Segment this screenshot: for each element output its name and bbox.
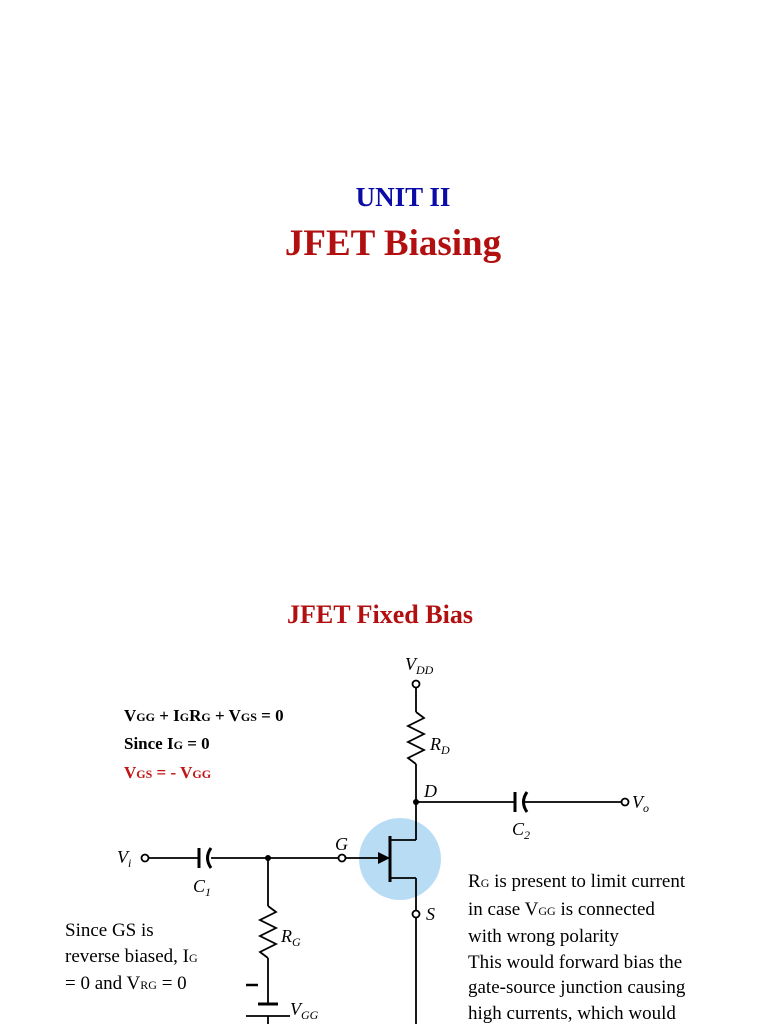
vgg-label: VGG [290, 999, 319, 1022]
rg-purpose-note: RG is present to limit current in case V… [468, 871, 686, 1024]
title-slide: UNIT II JFET Biasing [284, 182, 502, 264]
ig-zero-equation: Since IG = 0 [124, 734, 210, 753]
rg-resistor [257, 905, 279, 959]
junction-dot [265, 855, 271, 861]
rg-label: RG [280, 926, 301, 949]
vgs-result-equation: VGS = - VGG [124, 763, 212, 782]
vdd-terminal [411, 679, 421, 689]
source-terminal [411, 909, 421, 919]
gate-terminal [337, 853, 347, 863]
c1-label: C1 [193, 876, 211, 899]
unit-label: UNIT II [355, 182, 451, 212]
vdd-label: VDD [405, 654, 434, 677]
gate-label: G [335, 834, 348, 854]
slide-title: JFET Biasing [284, 223, 502, 264]
vi-terminal [140, 853, 150, 863]
c1-capacitor [206, 847, 213, 869]
vi-label: Vi [117, 847, 131, 870]
c2-label: C2 [512, 819, 530, 842]
fixed-bias-title: JFET Fixed Bias [287, 600, 473, 629]
jfet-highlight [359, 818, 441, 900]
source-label: S [426, 904, 435, 924]
kvl-equation: VGG + IGRG + VGS = 0 [124, 706, 284, 725]
reverse-bias-note: Since GS is reverse biased, IG = 0 and V… [65, 920, 198, 994]
rd-resistor [405, 711, 427, 765]
jfet-fixed-bias-circuit: VDD RD D C2 Vo G Vi C1 RG S VGG [117, 654, 649, 1024]
drain-junction-dot [413, 799, 419, 805]
drain-label: D [423, 781, 437, 801]
vo-label: Vo [632, 792, 649, 815]
vo-terminal [620, 797, 630, 807]
gate-arrow [378, 852, 390, 864]
rd-label: RD [429, 734, 450, 757]
fixed-bias-slide: JFET Fixed Bias [0, 560, 768, 1024]
